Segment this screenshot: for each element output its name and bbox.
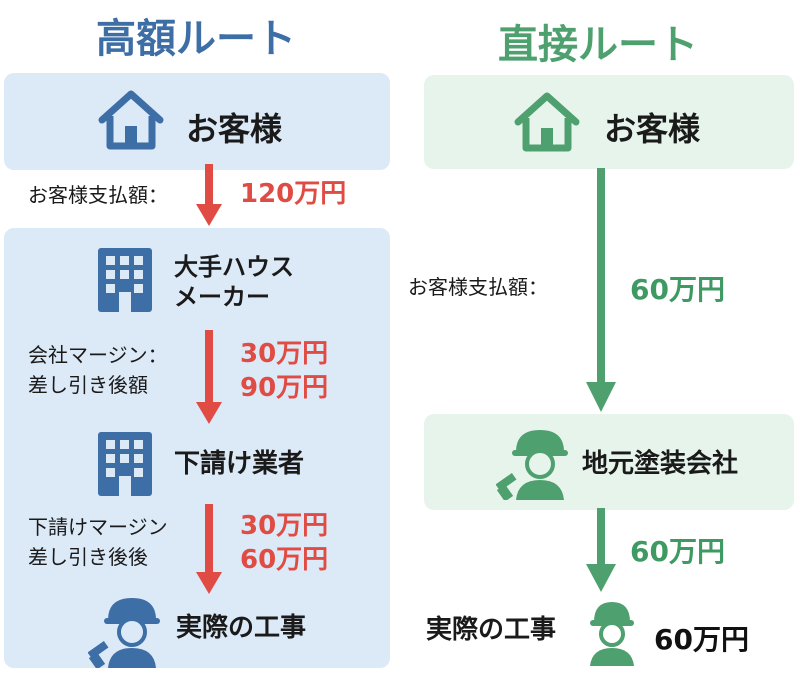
margin1-values: 30万円 90万円: [240, 338, 328, 406]
worker-icon-small: [582, 598, 642, 666]
remain1-value: 90万円: [240, 372, 329, 403]
red-arrow-1: [196, 164, 222, 228]
house-maker-line2: メーカー: [174, 283, 270, 311]
right-customer-label: お客様: [604, 110, 701, 148]
local-company-label: 地元塗装会社: [582, 449, 739, 479]
margin2-label: 下請けマージン: [28, 515, 168, 539]
margin1-value: 30万円: [240, 339, 329, 369]
house-icon: [96, 88, 166, 152]
right-customer-box: [424, 75, 794, 169]
house-maker-label: 大手ハウス メーカー: [174, 252, 294, 312]
construction-value: 60万円: [654, 623, 749, 656]
red-arrow-3: [196, 504, 222, 596]
transfer-value: 60万円: [630, 535, 725, 568]
left-construction-label: 実際の工事: [176, 613, 307, 643]
building-icon: [94, 244, 156, 316]
worker-icon-green: [496, 426, 580, 500]
margin2-value: 30万円: [240, 511, 329, 541]
right-company-box: [424, 414, 794, 510]
left-chain-box: [4, 228, 390, 668]
margin1-label: 会社マージン：: [28, 343, 168, 367]
left-pay-value: 120万円: [240, 179, 347, 209]
house-icon-green: [512, 90, 582, 154]
left-title: 高額ルート: [96, 16, 296, 62]
remain2-value: 60万円: [240, 544, 329, 575]
red-arrow-2: [196, 330, 222, 426]
subcontractor-label: 下請け業者: [174, 449, 305, 479]
left-customer-label: お客様: [186, 110, 283, 148]
right-pay-value: 60万円: [630, 273, 725, 306]
worker-icon: [88, 594, 172, 668]
right-construction-label: 実際の工事: [426, 615, 557, 645]
margin2-labels: 下請けマージン 差し引き後後: [28, 512, 168, 572]
left-pay-label: お客様支払額：: [28, 183, 168, 207]
remain1-label: 差し引き後額: [28, 373, 148, 397]
left-customer-box: [4, 73, 390, 170]
building-icon-2: [94, 428, 156, 500]
green-arrow-1: [586, 168, 616, 414]
house-maker-line1: 大手ハウス: [174, 253, 294, 281]
right-title: 直接ルート: [498, 22, 698, 68]
margin2-values: 30万円 60万円: [240, 510, 328, 578]
margin1-labels: 会社マージン： 差し引き後額: [28, 340, 168, 400]
green-arrow-2: [586, 508, 616, 594]
right-pay-label: お客様支払額：: [408, 275, 548, 299]
remain2-label: 差し引き後後: [28, 545, 148, 569]
